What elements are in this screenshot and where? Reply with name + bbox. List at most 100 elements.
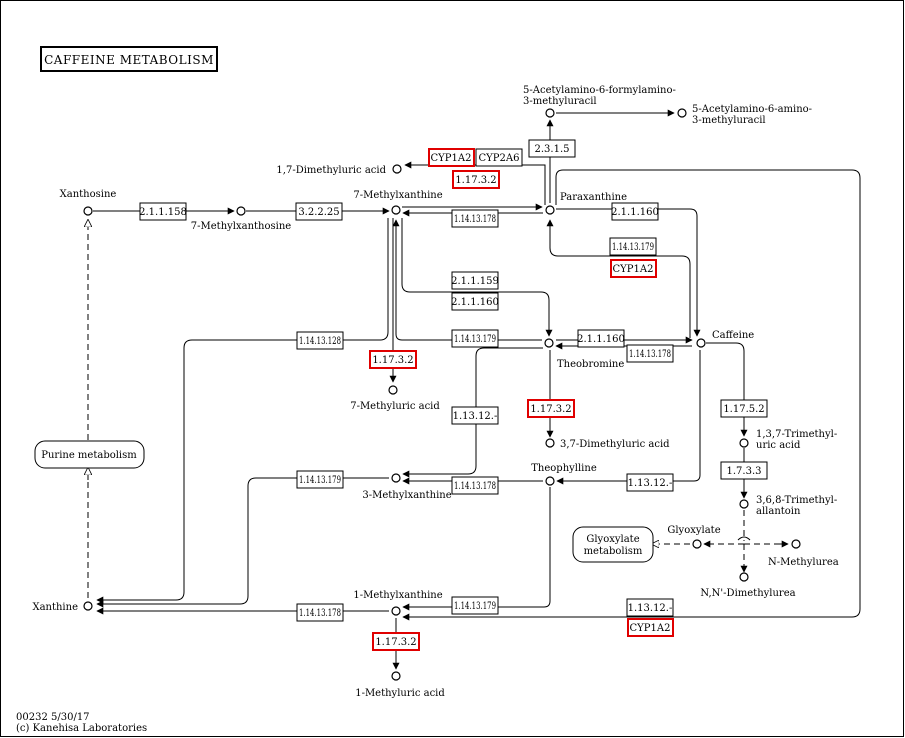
node-n-methylurea[interactable] bbox=[791, 539, 801, 549]
label-aamu-line2: 3-methyluracil bbox=[692, 115, 766, 126]
pathway-glyoxylate-metabolism[interactable]: Glyoxylate metabolism bbox=[572, 526, 654, 563]
enzyme-1-14-13-178-b[interactable]: 1.14.13.178 bbox=[626, 344, 674, 363]
box-outline bbox=[572, 526, 654, 563]
enzyme-label: 1.14.13.179 bbox=[612, 242, 654, 253]
label-xanthine: Xanthine bbox=[32, 602, 78, 613]
enzyme-1-14-13-179-d[interactable]: 1.14.13.179 bbox=[451, 596, 499, 615]
enzyme-1-14-13-178-c[interactable]: 1.14.13.178 bbox=[451, 476, 499, 495]
box-outline bbox=[451, 596, 499, 615]
node-theobromine[interactable] bbox=[544, 338, 554, 348]
box-outline bbox=[34, 440, 145, 469]
enzyme-1-17-3-2-d[interactable]: 1.17.3.2 bbox=[372, 632, 420, 651]
enzyme-label: CYP1A2 bbox=[613, 264, 654, 275]
enzyme-cyp1a2-a[interactable]: CYP1A2 bbox=[428, 148, 475, 167]
label-glyoxylate: Glyoxylate bbox=[667, 525, 720, 536]
footer: 00232 5/30/17 (c) Kanehisa Laboratories bbox=[16, 712, 147, 734]
node-xanthosine[interactable] bbox=[83, 206, 93, 216]
node-aamu[interactable] bbox=[677, 108, 687, 118]
enzyme-2-1-1-159[interactable]: 2.1.1.159 bbox=[451, 271, 499, 290]
box-outline bbox=[451, 329, 499, 348]
enzyme-2-1-1-160-c[interactable]: 2.1.1.160 bbox=[577, 329, 625, 348]
label-afmu-line2: 3-methyluracil bbox=[523, 96, 597, 107]
enzyme-1-14-13-179-b[interactable]: 1.14.13.179 bbox=[451, 329, 499, 348]
footer-copyright: (c) Kanehisa Laboratories bbox=[16, 723, 147, 734]
box-outline bbox=[611, 202, 659, 221]
enzyme-1-17-5-2[interactable]: 1.17.5.2 bbox=[720, 399, 768, 418]
enzyme-label: 1.17.3.2 bbox=[530, 404, 571, 415]
node-7-methylxanthosine[interactable] bbox=[236, 206, 246, 216]
box-outline bbox=[626, 598, 674, 617]
node-caffeine[interactable] bbox=[696, 338, 706, 348]
node-paraxanthine[interactable] bbox=[545, 205, 555, 215]
enzyme-2-1-1-160-a[interactable]: 2.1.1.160 bbox=[611, 202, 659, 221]
compound-labels: Xanthosine 7-Methylxanthosine 7-Methylxa… bbox=[32, 85, 838, 699]
enzyme-2-1-1-160-b[interactable]: 2.1.1.160 bbox=[451, 292, 499, 311]
pathway-purine-metabolism[interactable]: Purine metabolism bbox=[34, 440, 145, 469]
node-dimethylurea[interactable] bbox=[739, 572, 749, 582]
enzyme-boxes: 2.1.1.158 3.2.2.25 2.3.1.5 CYP2A6 1.14.1… bbox=[139, 139, 768, 622]
enzyme-1-14-13-179-c[interactable]: 1.14.13.179 bbox=[296, 470, 344, 489]
box-outline bbox=[527, 399, 575, 418]
highlighted-enzyme-boxes: CYP1A2 1.17.3.2 CYP1A2 1.17.3.2 1.17.3.2… bbox=[369, 148, 674, 651]
node-3-7-dimethyluric-acid[interactable] bbox=[545, 438, 555, 448]
enzyme-cyp2a6[interactable]: CYP2A6 bbox=[475, 148, 523, 167]
node-glyoxylate[interactable] bbox=[692, 539, 702, 549]
box-outline bbox=[577, 329, 625, 348]
enzyme-1-17-3-2-b[interactable]: 1.17.3.2 bbox=[369, 350, 417, 369]
enzyme-1-14-13-178-a[interactable]: 1.14.13.178 bbox=[451, 209, 499, 228]
enzyme-label: 2.3.1.5 bbox=[535, 144, 570, 155]
enzyme-3-2-2-25[interactable]: 3.2.2.25 bbox=[295, 202, 343, 221]
box-outline bbox=[475, 148, 523, 167]
node-afmu[interactable] bbox=[545, 108, 555, 118]
enzyme-cyp1a2-c[interactable]: CYP1A2 bbox=[627, 618, 674, 637]
box-outline bbox=[451, 406, 499, 425]
label-1-methylxanthine: 1-Methylxanthine bbox=[353, 590, 442, 601]
enzyme-1-13-12-b[interactable]: 1.13.12.- bbox=[626, 473, 674, 492]
enzyme-1-14-13-128[interactable]: 1.14.13.128 bbox=[296, 331, 344, 350]
enzyme-1-17-3-2-c[interactable]: 1.17.3.2 bbox=[527, 399, 575, 418]
label-3-methylxanthine: 3-Methylxanthine bbox=[362, 490, 451, 501]
label-trimethylallantoin-line1: 3,6,8-Trimethyl- bbox=[756, 495, 837, 506]
node-3-methylxanthine[interactable] bbox=[391, 473, 401, 483]
pathway-purine-label: Purine metabolism bbox=[41, 450, 137, 461]
enzyme-label: 1.14.13.178 bbox=[454, 481, 496, 492]
enzyme-label: 1.14.13.178 bbox=[454, 214, 496, 225]
enzyme-1-13-12-a[interactable]: 1.13.12.- bbox=[451, 406, 499, 425]
enzyme-1-13-12-c[interactable]: 1.13.12.- bbox=[626, 598, 674, 617]
map-title-text: CAFFEINE METABOLISM bbox=[44, 53, 214, 67]
enzyme-1-14-13-178-d[interactable]: 1.14.13.178 bbox=[296, 603, 344, 622]
node-1-7-dimethyluric-acid[interactable] bbox=[392, 164, 402, 174]
node-1-methylxanthine[interactable] bbox=[391, 606, 401, 616]
node-7-methyluric-acid[interactable] bbox=[388, 385, 398, 395]
enzyme-label: CYP1A2 bbox=[431, 153, 472, 164]
enzyme-1-14-13-179-a[interactable]: 1.14.13.179 bbox=[609, 237, 657, 256]
node-1-3-7-trimethyluric-acid[interactable] bbox=[739, 438, 749, 448]
enzyme-label: CYP1A2 bbox=[630, 623, 671, 634]
enzyme-label: CYP2A6 bbox=[479, 153, 520, 164]
box-outline bbox=[626, 344, 674, 363]
label-dimethylurea: N,N'-Dimethylurea bbox=[700, 588, 795, 599]
label-7-methylxanthine: 7-Methylxanthine bbox=[353, 190, 442, 201]
enzyme-2-3-1-5[interactable]: 2.3.1.5 bbox=[528, 139, 576, 158]
enzyme-label: 1.14.13.128 bbox=[299, 336, 341, 347]
node-1-methyluric-acid[interactable] bbox=[391, 671, 401, 681]
box-outline bbox=[296, 470, 344, 489]
enzyme-label: 2.1.1.160 bbox=[611, 207, 659, 218]
enzyme-1-17-3-2-a[interactable]: 1.17.3.2 bbox=[452, 170, 500, 189]
enzyme-label: 2.1.1.160 bbox=[451, 297, 499, 308]
box-outline bbox=[428, 148, 475, 167]
node-7-methylxanthine[interactable] bbox=[391, 205, 401, 215]
label-afmu-line1: 5-Acetylamino-6-formylamino- bbox=[523, 85, 676, 96]
node-theophylline[interactable] bbox=[545, 476, 555, 486]
enzyme-2-1-1-158[interactable]: 2.1.1.158 bbox=[139, 202, 187, 221]
box-outline bbox=[372, 632, 420, 651]
box-outline bbox=[609, 237, 657, 256]
box-outline bbox=[451, 209, 499, 228]
node-xanthine[interactable] bbox=[83, 601, 93, 611]
enzyme-label: 1.13.12.- bbox=[453, 411, 498, 422]
box-outline bbox=[452, 170, 500, 189]
enzyme-cyp1a2-b[interactable]: CYP1A2 bbox=[610, 259, 657, 278]
box-outline bbox=[369, 350, 417, 369]
enzyme-1-7-3-3[interactable]: 1.7.3.3 bbox=[720, 461, 768, 480]
node-trimethylallantoin[interactable] bbox=[739, 499, 749, 509]
